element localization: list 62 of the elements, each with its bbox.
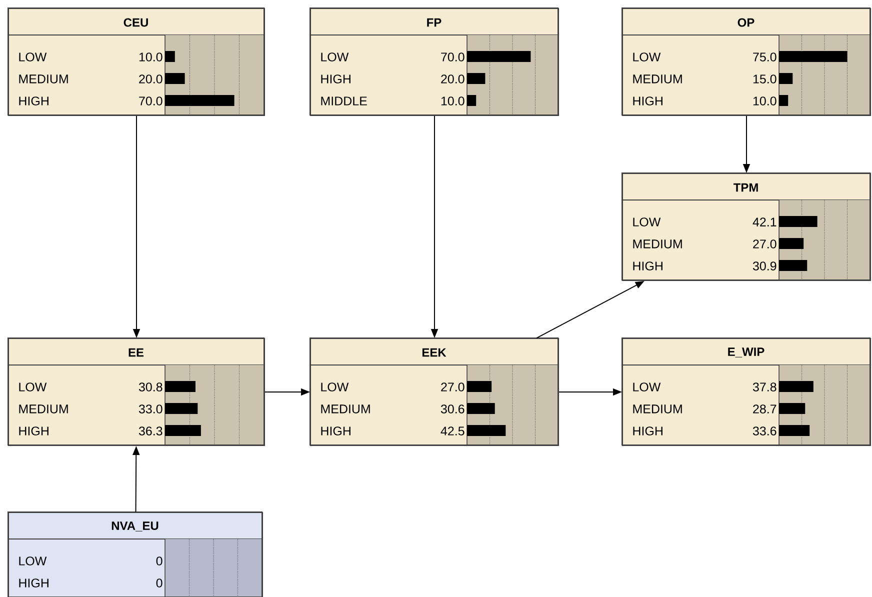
probability-value: 10.0 <box>139 52 162 62</box>
probability-value: 36.3 <box>138 426 162 436</box>
probability-value: 27.0 <box>753 240 776 248</box>
probability-value: 37.8 <box>752 382 776 392</box>
probability-value: 42.5 <box>440 426 464 436</box>
node-box <box>8 338 265 446</box>
node-box <box>8 512 263 597</box>
node-title: NVA_EU <box>112 522 158 532</box>
state-label: MEDIUM <box>633 404 682 414</box>
state-label: MIDDLE <box>321 96 367 106</box>
probability-value: 27.0 <box>441 382 464 392</box>
probability-value: 70.0 <box>441 52 464 62</box>
state-label: LOW <box>19 52 47 62</box>
node-box <box>310 338 559 446</box>
state-label: MEDIUM <box>19 404 68 414</box>
probability-value: 0 <box>156 556 162 566</box>
node-title: E_WIP <box>728 348 764 358</box>
state-label: MEDIUM <box>19 74 68 84</box>
probability-value: 15.0 <box>753 74 776 84</box>
state-label: LOW <box>633 218 661 226</box>
probability-value: 70.0 <box>139 96 162 106</box>
state-label: LOW <box>321 382 349 392</box>
node-box <box>622 8 871 116</box>
state-label: LOW <box>321 52 349 62</box>
probability-value: 30.9 <box>752 262 776 270</box>
state-label: HIGH <box>633 426 662 436</box>
probability-value: 75.0 <box>753 52 776 62</box>
state-label: HIGH <box>633 262 662 270</box>
state-label: HIGH <box>321 426 350 436</box>
node-title: OP <box>738 18 754 27</box>
probability-value: 33.6 <box>752 426 776 436</box>
state-label: MEDIUM <box>633 74 682 84</box>
state-label: LOW <box>19 382 47 392</box>
probability-value: 10.0 <box>753 96 776 106</box>
probability-value: 10.0 <box>441 96 464 106</box>
state-label: HIGH <box>633 96 662 106</box>
state-label: HIGH <box>19 578 48 588</box>
probability-value: 0 <box>156 578 162 588</box>
probability-value: 20.0 <box>139 74 162 84</box>
node-title: TPM <box>733 183 758 192</box>
probability-value: 28.7 <box>753 404 776 414</box>
node-title: EEK <box>422 348 446 357</box>
state-label: HIGH <box>19 96 48 106</box>
state-label: MEDIUM <box>633 240 682 248</box>
probability-value: 30.8 <box>138 382 162 392</box>
state-label: HIGH <box>321 74 350 84</box>
node-box <box>622 172 871 281</box>
node-title: FP <box>427 18 442 27</box>
state-label: LOW <box>633 52 661 62</box>
node-box <box>310 8 559 116</box>
probability-value: 33.0 <box>138 404 162 414</box>
node-title: EE <box>128 348 144 357</box>
probability-value: 20.0 <box>441 74 464 84</box>
node-box <box>8 8 265 116</box>
probability-value: 30.6 <box>440 404 464 414</box>
probability-value: 42.1 <box>752 218 776 226</box>
state-label: LOW <box>19 556 47 566</box>
node-box <box>622 338 871 446</box>
state-label: MEDIUM <box>321 404 370 414</box>
state-label: LOW <box>633 382 661 392</box>
state-label: HIGH <box>19 426 48 436</box>
node-title: CEU <box>124 18 148 27</box>
